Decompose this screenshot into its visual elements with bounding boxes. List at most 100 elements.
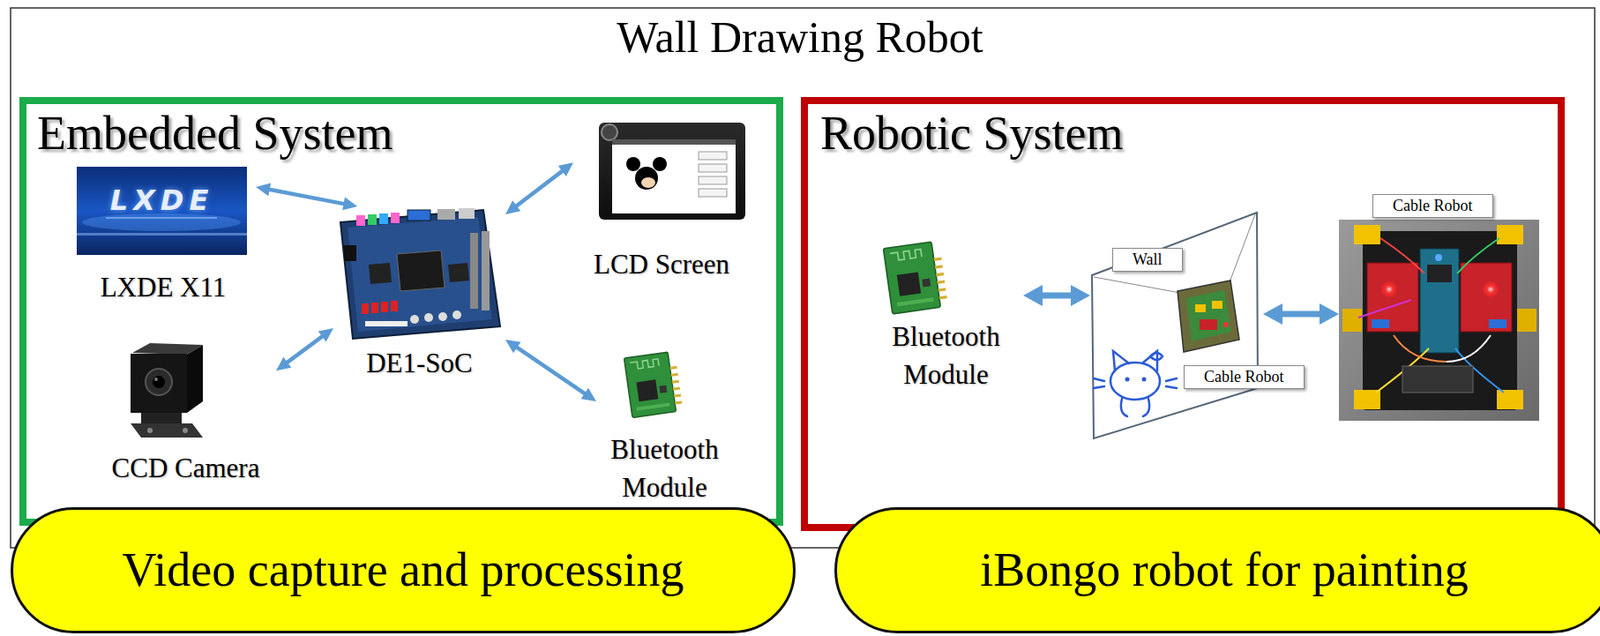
component-label-holder: LXDE X11 [70,269,256,307]
lcd-screen-image-part-part [698,176,727,185]
double-arrow [1263,303,1339,325]
logo-text-holder: LXDE [76,183,247,217]
bluetooth-module-image-part [624,351,684,418]
de1-soc-board-part-part [438,312,448,322]
arrow-head [318,328,334,343]
lcd-screen-image-part [626,157,641,172]
de1-soc-board-part [458,208,475,219]
component-label: DE1-SoC [366,347,473,379]
wall-illustration-part-part [1121,398,1150,417]
component-label: LXDE X11 [100,271,227,303]
wall-illustration-part-part [1093,378,1177,389]
de1-soc-board-part [368,262,392,285]
wall-illustration-part [1142,377,1147,382]
wall-illustration-part [1093,351,1177,417]
component-label: CCD Camera [112,452,261,484]
cable-robot-photo-part [1371,319,1390,329]
de1-soc-board-part [340,209,501,339]
wall-illustration-part [1177,280,1240,352]
group-heading-holder: Robotic System [820,105,1124,161]
wall-illustration-part-part [1150,352,1163,360]
de1-soc-board-part [407,209,431,221]
robot-photo: Cable Robot [1338,190,1541,422]
group-heading: Embedded System [37,106,393,160]
wall-illustration-part [1186,290,1232,342]
component-label-holder: LCD Screen [573,246,750,285]
outer-frame-part [10,7,1595,548]
de1-soc-board-part [396,250,445,292]
component-label: Bluetooth Module [891,321,1000,390]
lxde-logo [76,166,247,255]
cable-robot-photo-part [1435,254,1443,262]
component: CCD Camera [95,339,277,488]
component: LCD Screen [573,119,750,285]
component-label-holder: Bluetooth Module [596,431,733,508]
group-heading: Robotic System [820,106,1124,160]
double-arrow [255,183,358,211]
wall-figure: WallCable Robot [1090,209,1264,442]
group-box: Robotic SystemBluetooth ModuleWallCable … [800,97,1565,531]
arrow-head [505,200,521,215]
cable-robot-photo-part [1402,366,1473,393]
ccd-camera-image-part [152,375,165,389]
ccd-camera-image-part [130,423,203,438]
wall-illustration-part-part [1113,351,1129,371]
de1-soc-board-part [361,300,398,315]
tag-label-holder: Wall [1112,247,1183,272]
summary-pill: iBongo robot for painting [834,507,1600,634]
cable-robot-photo-part [1420,248,1459,353]
cable-robot-photo-part-part [1380,238,1425,274]
pill-text: Video capture and processing [121,542,684,598]
outer-frame [10,7,1595,548]
bluetooth-module-image [882,240,949,315]
lxde-logo-part [76,232,247,236]
cable-robot-photo-part [1342,308,1362,332]
bluetooth-module-image-part [882,240,949,315]
lcd-screen-image-part-part [698,164,727,172]
component: Bluetooth Module [868,239,1024,395]
de1-soc-board-part-part [452,310,462,320]
de1-soc-board-part [379,213,389,225]
de1-soc-board-part [390,212,400,224]
cable-robot-photo-part [1517,308,1537,332]
cable-robot-photo-part [1380,280,1399,299]
cable-robot-photo-part-part [1457,238,1500,274]
ccd-camera-image-part [154,377,158,382]
cable-robot-photo-part-part [1446,335,1491,362]
cable-robot-photo-part [1367,262,1419,332]
de1-soc-board-part [356,215,366,226]
wall-illustration-part [1199,319,1218,330]
cable-robot-photo-part-part [1358,299,1412,318]
ccd-camera-image-part [147,427,153,434]
de1-soc-board-part [481,231,490,311]
de1-soc-board-part-part [371,302,379,314]
de1-soc-board-part [410,310,462,324]
arrow-line [1278,310,1324,317]
arrow-line [515,345,588,396]
arrow-head [558,162,574,177]
wall-illustration-part [1211,300,1223,309]
pill-text-holder: iBongo robot for painting [837,509,1600,631]
arrow-line [267,188,347,204]
arrow-head [1319,303,1339,325]
arrow-head [255,183,271,197]
double-arrow [276,328,334,371]
diagram-title: Wall Drawing Robot [616,12,983,62]
component-label: Bluetooth Module [610,433,718,503]
component: DE1-SoC [333,206,506,383]
double-arrow [505,339,597,402]
ccd-camera-image-part [145,368,172,396]
tag-label-holder: Cable Robot [1183,365,1305,389]
lcd-screen-image-part [698,151,727,197]
cable-robot-photo-part [1496,389,1524,410]
de1-soc-board-part [437,209,456,220]
arrow-line [284,335,324,365]
wall-illustration [1091,212,1258,439]
de1-soc-board-part-part [390,300,398,312]
arrow-head [342,197,358,211]
double-arrow [505,162,574,215]
lcd-screen-image-part [612,139,736,145]
lcd-screen-image [598,122,746,220]
lxde-logo-part [105,216,217,219]
